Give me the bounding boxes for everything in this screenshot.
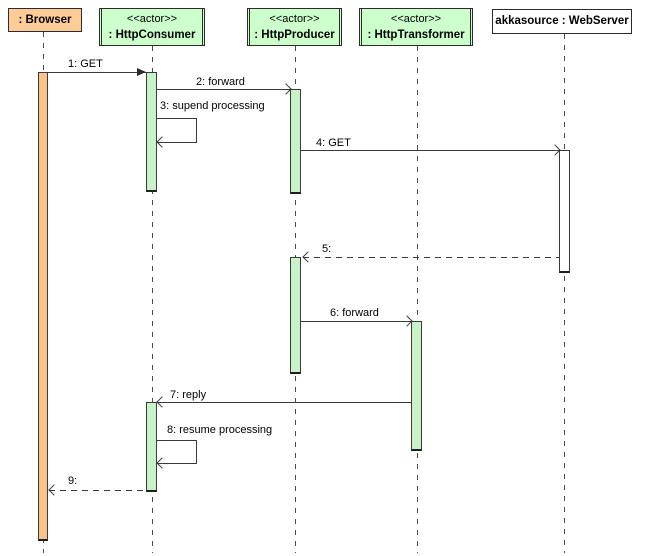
message-2-label: 2: forward — [196, 76, 245, 88]
message-9-label: 9: — [68, 475, 78, 487]
lifeline-head-webserver: akkasource : WebServer — [492, 9, 632, 34]
lifeline-http-transformer — [417, 46, 418, 553]
activation-http-producer-1 — [290, 89, 301, 194]
message-5-line — [303, 257, 559, 258]
lifeline-head-http-transformer: <<actor>> : HttpTransformer — [359, 8, 473, 46]
actor-name-http-producer: : HttpProducer — [254, 29, 335, 41]
actor-name-webserver: akkasource : WebServer — [495, 15, 629, 27]
message-1-line — [48, 72, 146, 73]
lifeline-head-browser: : Browser — [8, 8, 82, 32]
message-4-label: 4: GET — [316, 137, 351, 149]
message-6-label: 6: forward — [330, 307, 379, 319]
actor-name-http-consumer: : HttpConsumer — [108, 29, 196, 41]
message-3-self-loop — [157, 118, 197, 143]
message-7-arrowhead-icon — [156, 396, 168, 408]
lifeline-http-consumer — [152, 46, 153, 553]
message-2-line — [157, 89, 290, 90]
activation-http-consumer-2 — [146, 402, 157, 492]
message-9-line — [49, 490, 147, 491]
message-3-label: 3: supend processing — [160, 100, 265, 112]
actor-stereotype-http-consumer: <<actor>> — [126, 13, 178, 25]
activation-http-producer-2 — [290, 257, 301, 374]
message-1-arrowhead-icon — [137, 68, 146, 76]
activation-browser — [38, 72, 48, 541]
actor-name-http-transformer: : HttpTransformer — [367, 29, 465, 41]
actor-stereotype-http-producer: <<actor>> — [269, 13, 320, 25]
message-4-line — [301, 150, 559, 151]
message-5-label: 5: — [322, 243, 332, 255]
lifeline-head-http-consumer: <<actor>> : HttpConsumer — [99, 8, 205, 46]
message-5-arrowhead-icon — [302, 251, 314, 263]
activation-http-transformer — [411, 321, 422, 451]
lifeline-webserver — [564, 34, 565, 553]
message-1-label: 1: GET — [68, 58, 103, 70]
actor-stereotype-http-transformer: <<actor>> — [390, 13, 442, 25]
message-8-label: 8: resume processing — [167, 424, 273, 436]
lifeline-head-http-producer: <<actor>> : HttpProducer — [247, 8, 342, 46]
message-7-label: 7: reply — [170, 389, 207, 401]
actor-name-browser: : Browser — [18, 14, 72, 26]
message-9-arrowhead-icon — [48, 484, 60, 496]
message-7-line — [157, 402, 411, 403]
activation-http-consumer-1 — [146, 72, 157, 192]
activation-webserver — [559, 150, 570, 273]
message-8-self-loop — [157, 440, 197, 464]
message-6-line — [301, 321, 411, 322]
